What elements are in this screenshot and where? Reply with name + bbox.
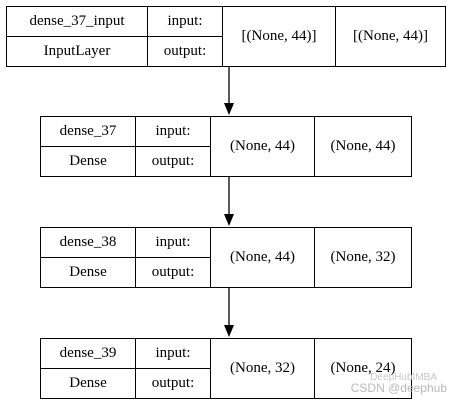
io-labels: input: output: [136, 339, 211, 398]
layer-name: dense_37 [41, 117, 135, 147]
layer-type: Dense [69, 264, 107, 280]
layer-identity: dense_39 Dense [41, 339, 136, 398]
output-shape: (None, 32) [330, 249, 396, 265]
layer-node-dense-37-input: dense_37_input InputLayer input: output:… [6, 6, 446, 67]
layer-name: dense_37_input [7, 7, 147, 37]
output-label: output: [151, 264, 195, 280]
layer-type: InputLayer [43, 43, 111, 59]
io-labels: input: output: [136, 117, 211, 176]
output-label: output: [163, 43, 207, 59]
input-shape: (None, 44) [211, 228, 315, 287]
watermark-text-top: DeepHubIMBA [370, 372, 437, 383]
input-label: input: [136, 339, 210, 369]
output-shape: [(None, 44)] [353, 28, 428, 44]
arrow-dense-38-to-dense-39 [224, 288, 234, 337]
output-label: output: [151, 153, 195, 169]
output-label: output: [151, 375, 195, 391]
layer-identity: dense_38 Dense [41, 228, 136, 287]
output-shape: (None, 24) [330, 360, 396, 376]
watermark-text: CSDN @deephub [350, 381, 447, 395]
input-shape: (None, 32) [211, 339, 315, 398]
input-label: input: [148, 7, 222, 37]
layer-type: Dense [69, 153, 107, 169]
layer-type: Dense [69, 375, 107, 391]
layer-identity: dense_37_input InputLayer [7, 7, 148, 66]
layer-node-dense-37: dense_37 Dense input: output: (None, 44)… [40, 116, 412, 177]
io-labels: input: output: [148, 7, 223, 66]
arrow-dense-37-to-dense-38 [224, 177, 234, 226]
input-shape: (None, 44) [211, 117, 315, 176]
input-shape: [(None, 44)] [223, 7, 336, 66]
layer-name: dense_38 [41, 228, 135, 258]
io-labels: input: output: [136, 228, 211, 287]
layer-node-dense-39: dense_39 Dense input: output: (None, 32)… [40, 338, 412, 399]
arrow-input-to-dense-37 [224, 67, 234, 115]
input-label: input: [136, 228, 210, 258]
layer-identity: dense_37 Dense [41, 117, 136, 176]
input-label: input: [136, 117, 210, 147]
layer-node-dense-38: dense_38 Dense input: output: (None, 44)… [40, 227, 412, 288]
layer-name: dense_39 [41, 339, 135, 369]
output-shape: (None, 44) [330, 138, 396, 154]
